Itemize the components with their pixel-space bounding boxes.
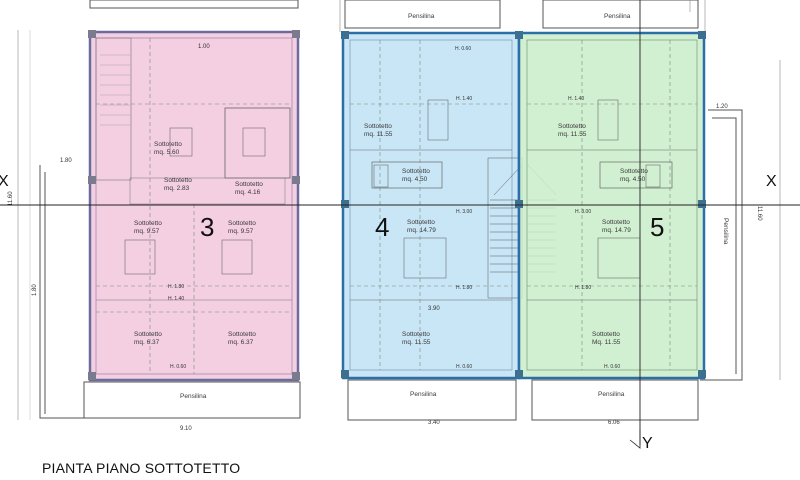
unit-5-room-2-area: mq. 4.50: [620, 176, 646, 183]
unit-5: 5 Sottotetto mq. 11.55 Sottotetto mq. 4.…: [517, 13, 729, 398]
unit-4: 4 Sottotetto mq. 11.55 Sottotetto mq. 4.…: [341, 13, 521, 398]
canopy-outlines: [17, 0, 781, 421]
unit-4-height-2: H. 1.40: [456, 96, 472, 102]
unit-5-room-1-area: mq. 11.55: [558, 131, 587, 138]
unit-4-room-1-area: mq. 11.55: [364, 131, 393, 138]
unit-4-height-3: H. 3.00: [456, 209, 472, 215]
unit-5-room-3-name: Sottotetto: [602, 219, 630, 226]
structural-posts: [88, 30, 706, 380]
dim-4: 11.60: [756, 206, 762, 221]
axis-x-left-label: X: [0, 173, 9, 190]
unit-3-height-1: H. 1.80: [168, 284, 184, 290]
dimension-annotations: 9.10 1.80 3.40 11.60 11.60 1.00 3.90 1.2…: [8, 44, 762, 432]
unit-5-side-canopy-label: Pensilina: [722, 218, 729, 245]
drawing-title: PIANTA PIANO SOTTOTETTO: [42, 460, 241, 476]
unit-3-room-3-area: mq. 4.16: [235, 189, 261, 196]
unit-4-room-2-name: Sottotetto: [402, 168, 430, 175]
axis-y-label: Y: [642, 435, 653, 452]
dim-1: 9.10: [180, 426, 192, 432]
unit-5-height-4: H. 0.60: [604, 364, 620, 370]
unit-3-canopy-label: Pensilina: [180, 393, 207, 400]
unit-5-room-4-area: Mq. 11.55: [592, 339, 621, 346]
unit-5-canopy-label: Pensilina: [598, 391, 625, 398]
unit-5-room-4-name: Sottotetto: [592, 331, 620, 338]
unit-3-room-6-name: Sottotetto: [134, 331, 162, 338]
unit-4-height-5: H. 0.60: [456, 364, 472, 370]
unit-4-canopy-label: Pensilina: [410, 391, 437, 398]
unit-5-room-1-name: Sottotetto: [558, 123, 586, 130]
unit-3-height-2: H. 1.40: [168, 296, 184, 302]
unit-3-room-7-name: Sottotetto: [228, 331, 256, 338]
unit-3-room-7-area: mq. 6.37: [228, 339, 254, 346]
dim-3: 3.40: [428, 420, 440, 426]
unit-3-room-4-name: Sottotetto: [134, 220, 162, 227]
axis-x-right-label: X: [766, 173, 777, 190]
unit-3-height-3: H. 0.60: [170, 364, 186, 370]
dim-9: 1.80: [32, 284, 38, 296]
dim-8: 1.20: [716, 104, 728, 110]
unit-4-number: 4: [375, 212, 389, 242]
unit-3-room-2-name: Sottotetto: [164, 177, 192, 184]
unit-3: 3 Sottotetto mq. 5.60 Sottotetto mq. 2.8…: [88, 30, 300, 400]
unit-4-room-4-name: Sottotetto: [402, 331, 430, 338]
unit-3-room-5-name: Sottotetto: [228, 220, 256, 227]
unit-4-room-1-name: Sottotetto: [364, 123, 392, 130]
unit-5-height-3: H. 1.80: [575, 285, 591, 291]
unit-4-room-3-name: Sottotetto: [407, 219, 435, 226]
unit-5-height-1: H. 1.40: [568, 96, 584, 102]
unit-4-room-2-area: mq. 4.50: [402, 176, 428, 183]
unit-3-room-1-name: Sottotetto: [154, 141, 182, 148]
section-axes: X X Y: [0, 0, 800, 452]
unit-5-number: 5: [650, 212, 664, 242]
unit-3-room-5-area: mq. 9.57: [228, 228, 254, 235]
dim-7: 3.90: [428, 306, 440, 312]
unit-4-room-3-area: mq. 14.79: [407, 227, 436, 234]
unit-3-room-1-area: mq. 5.60: [154, 149, 180, 156]
unit-3-number: 3: [200, 212, 214, 242]
unit-4-top-canopy-label: Pensilina: [408, 13, 435, 20]
dim-5: 11.60: [8, 191, 14, 206]
unit-3-room-4-area: mq. 9.57: [134, 228, 160, 235]
unit-5-height-2: H. 3.00: [575, 209, 591, 215]
unit-3-room-6-area: mq. 6.37: [134, 339, 160, 346]
unit-3-room-3-name: Sottotetto: [235, 181, 263, 188]
unit-3-room-2-area: mq. 2.83: [164, 185, 190, 192]
unit-4-height-1: H. 0.60: [455, 46, 471, 52]
unit-4-room-4-area: mq. 11.55: [402, 339, 431, 346]
unit-5-top-canopy-label: Pensilina: [604, 13, 631, 20]
unit-5-room-3-area: mq. 14.79: [602, 227, 631, 234]
dim-2: 1.80: [60, 158, 72, 164]
unit-4-height-4: H. 1.80: [456, 285, 472, 291]
unit-5-room-2-name: Sottotetto: [620, 168, 648, 175]
dim-6: 1.00: [198, 44, 210, 50]
dim-10: 6.06: [608, 420, 620, 426]
